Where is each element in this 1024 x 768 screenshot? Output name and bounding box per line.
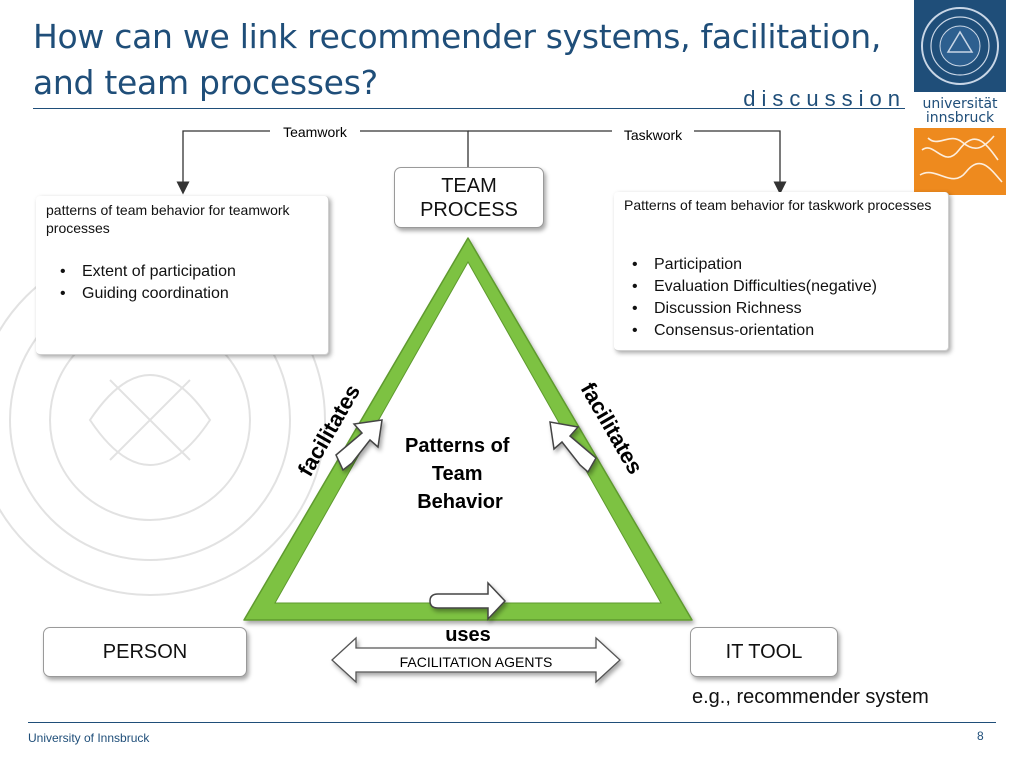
team-process-box: TEAM PROCESS bbox=[394, 167, 544, 228]
uses-arrow bbox=[429, 581, 507, 621]
teamwork-bullet-list: Extent of participation Guiding coordina… bbox=[52, 261, 236, 305]
slide-title: How can we link recommender systems, fac… bbox=[33, 17, 882, 102]
team-process-label: TEAM PROCESS bbox=[420, 174, 518, 221]
taskwork-patterns-card: Patterns of team behavior for taskwork p… bbox=[614, 192, 949, 351]
taskwork-bullet-list: Participation Evaluation Difficulties(ne… bbox=[624, 254, 877, 342]
footer-text: University of Innsbruck bbox=[28, 731, 150, 745]
list-item: Evaluation Difficulties(negative) bbox=[624, 276, 877, 298]
svg-text:Patterns of Team Behav: Patterns of Team Behavior bbox=[405, 435, 515, 513]
taskwork-card-heading: Patterns of team behavior for taskwork p… bbox=[624, 197, 932, 213]
list-item: Participation bbox=[624, 254, 877, 276]
teamwork-card-heading: patterns of team behavior for teamwork p… bbox=[46, 202, 290, 236]
title-divider bbox=[33, 108, 905, 109]
it-tool-box: IT TOOL bbox=[690, 627, 838, 677]
person-label: PERSON bbox=[102, 640, 188, 663]
teamwork-label: Teamwork bbox=[283, 124, 348, 140]
taskwork-label: Taskwork bbox=[624, 127, 683, 143]
page-number: 8 bbox=[977, 729, 984, 743]
taskwork-connector bbox=[468, 130, 787, 195]
list-item: Discussion Richness bbox=[624, 298, 877, 320]
uses-label: uses bbox=[445, 624, 491, 646]
facilitates-left-arrow bbox=[335, 419, 383, 472]
center-text-line1: Patterns of bbox=[405, 435, 510, 457]
facilitation-agents-label: FACILITATION AGENTS bbox=[400, 654, 553, 670]
person-box: PERSON bbox=[43, 627, 247, 677]
logo-text-line1: universität bbox=[922, 96, 998, 112]
facilitates-right-arrow bbox=[549, 421, 597, 474]
logo-text-line2: innsbruck bbox=[926, 110, 995, 126]
slide-subtitle: discussion bbox=[743, 86, 906, 111]
teamwork-patterns-card: patterns of team behavior for teamwork p… bbox=[36, 196, 329, 355]
it-tool-example: e.g., recommender system bbox=[692, 686, 929, 708]
list-item: Guiding coordination bbox=[52, 283, 236, 305]
university-logo: universität innsbruck bbox=[914, 0, 1006, 195]
list-item: Consensus-orientation bbox=[624, 320, 877, 342]
it-tool-label: IT TOOL bbox=[725, 640, 803, 663]
facilitation-agents-arrow bbox=[331, 636, 621, 684]
center-text-line3: Behavior bbox=[417, 491, 503, 513]
center-text-line2: Team bbox=[432, 463, 483, 485]
list-item: Extent of participation bbox=[52, 261, 236, 283]
footer-divider bbox=[28, 722, 996, 723]
